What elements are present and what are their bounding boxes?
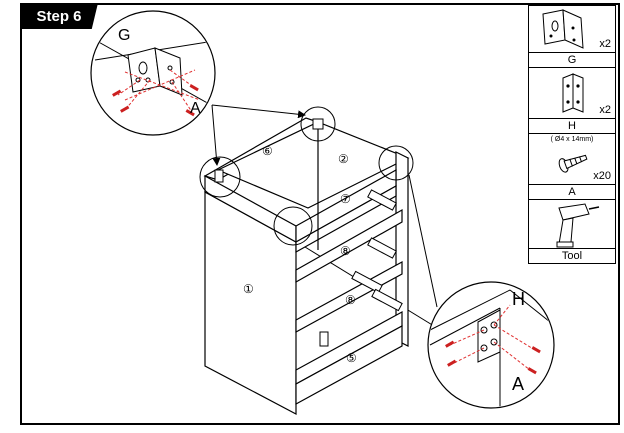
part-h-qty: x2 xyxy=(599,104,611,116)
corner-bracket-g-icon xyxy=(542,9,584,49)
corner-bracket-h-icon xyxy=(562,73,584,113)
detail-circle-front-left xyxy=(199,156,241,198)
panel-number-bottom: ⑤ xyxy=(346,351,357,365)
callout-a-label-top: A xyxy=(190,100,201,117)
part-g-label: G xyxy=(528,52,616,68)
part-h-label: H xyxy=(528,118,616,134)
cabinet xyxy=(203,117,410,415)
zoom-detail-h: H A xyxy=(427,281,555,409)
step-frame xyxy=(20,3,620,425)
panel-number-side: ① xyxy=(243,282,254,296)
parts-panel: x2 G x2 H ( Ø4 x 14mm) x20 A xyxy=(528,5,616,264)
part-a-label: A xyxy=(528,184,616,200)
panel-number-rail-middle: ⑧ xyxy=(340,244,351,258)
tool-label: Tool xyxy=(528,248,616,264)
drill-icon xyxy=(556,203,600,248)
callout-h-label: H xyxy=(512,289,525,309)
part-h-cell: x2 xyxy=(528,67,616,119)
callout-g-label: G xyxy=(118,27,130,44)
part-a-spec: ( Ø4 x 14mm) xyxy=(550,136,594,143)
panel-number-back: ② xyxy=(338,152,349,166)
detail-circle-top xyxy=(300,106,336,142)
callout-a-label-bottom: A xyxy=(512,374,524,394)
part-a-cell: ( Ø4 x 14mm) x20 xyxy=(528,133,616,185)
detail-circle-right xyxy=(378,145,414,181)
step-label: Step 6 xyxy=(20,3,98,29)
panel-number-top-rail: ⑥ xyxy=(262,144,273,158)
panel-number-rail-lower: ⑧ xyxy=(345,293,356,307)
part-g-cell: x2 xyxy=(528,5,616,53)
detail-circle-front xyxy=(273,206,313,246)
panel-number-rail-upper: ⑦ xyxy=(340,192,351,206)
part-g-qty: x2 xyxy=(599,38,611,50)
zoom-detail-g: G A xyxy=(90,10,216,136)
screw-icon xyxy=(558,154,588,173)
part-a-qty: x20 xyxy=(593,170,611,182)
tool-cell xyxy=(528,199,616,249)
